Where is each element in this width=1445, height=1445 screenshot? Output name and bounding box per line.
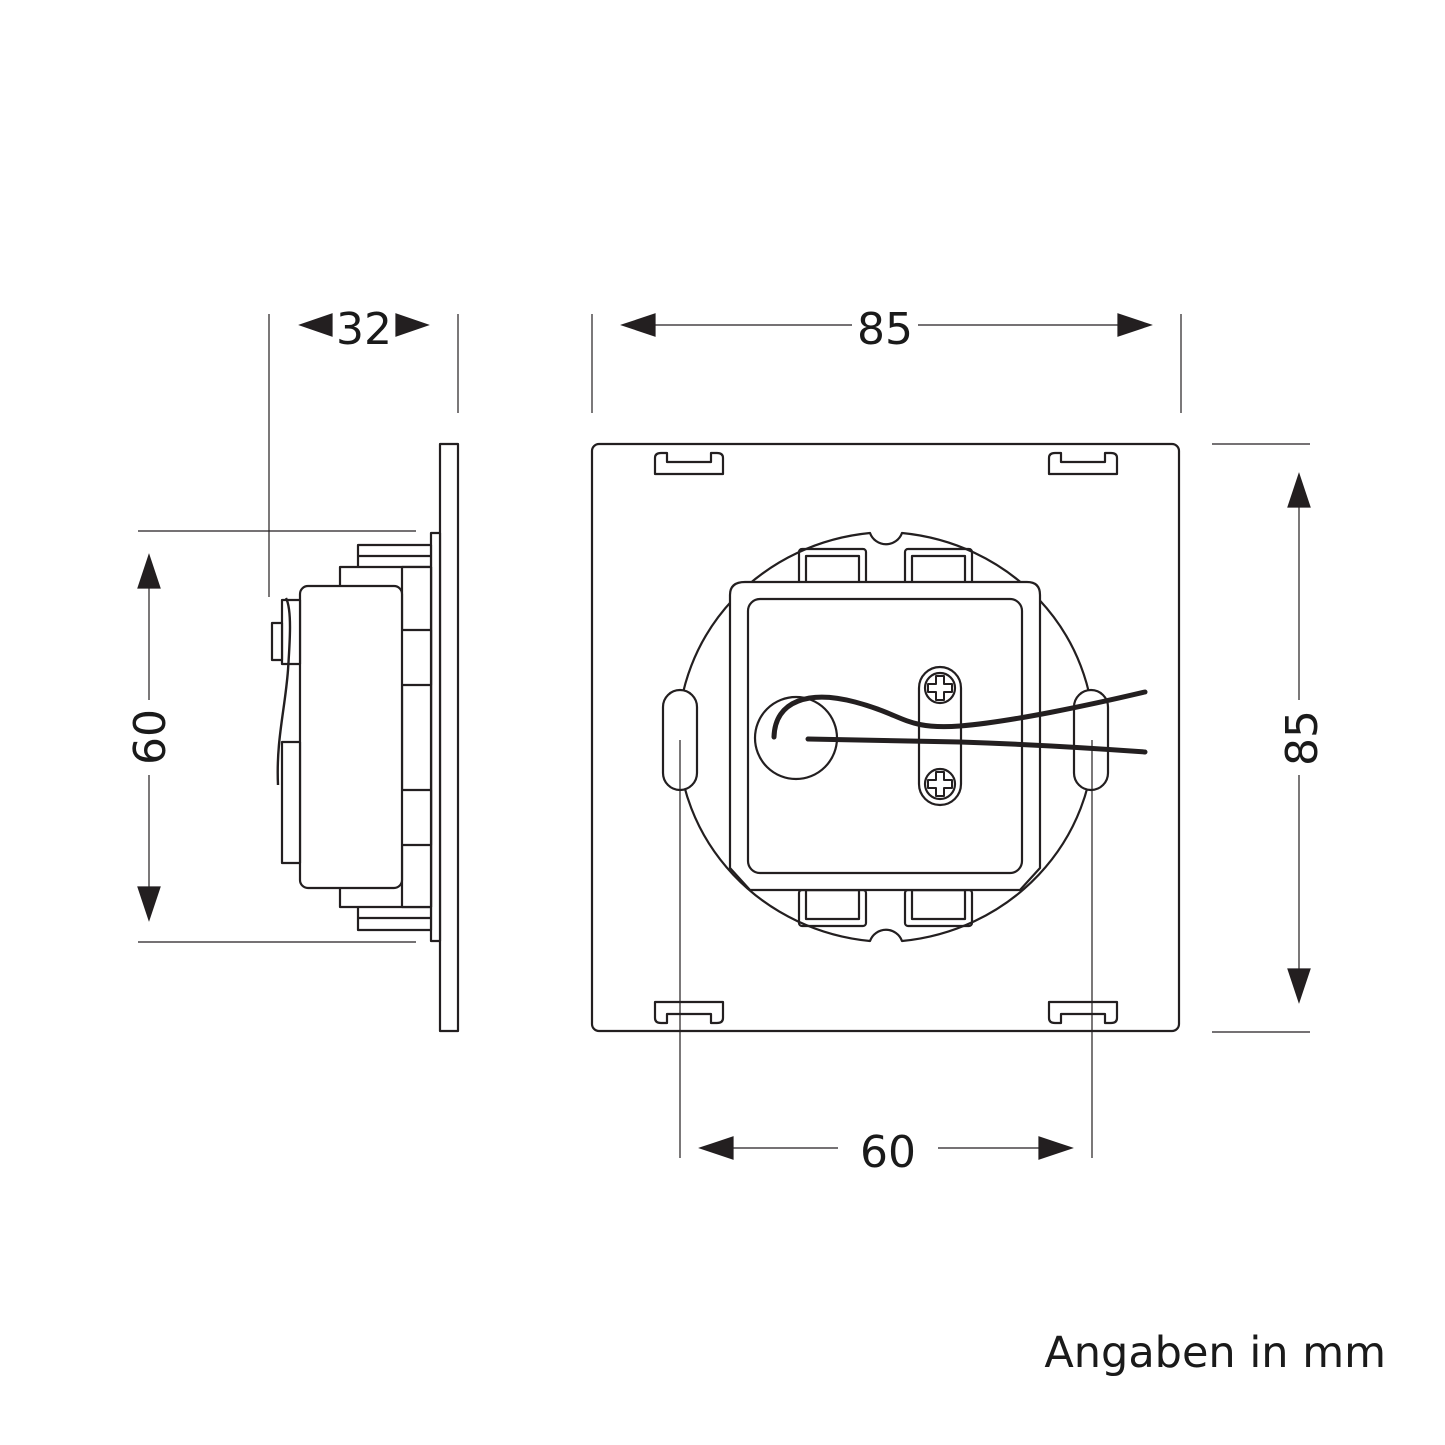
dimension-label-front-height: 85 bbox=[1277, 710, 1328, 766]
units-note: Angaben in mm bbox=[1044, 1328, 1386, 1378]
clip-bottom-left bbox=[653, 1000, 725, 1025]
side-wire bbox=[276, 597, 292, 786]
clip-top-right bbox=[1047, 451, 1119, 476]
side-insert-box bbox=[298, 584, 404, 890]
side-inner-plate bbox=[429, 531, 442, 943]
side-frame-plate bbox=[438, 442, 460, 1033]
front-extension-lines bbox=[591, 314, 1310, 1158]
side-view bbox=[270, 442, 460, 1033]
clip-bottom-right bbox=[1047, 1000, 1119, 1025]
front-view bbox=[590, 442, 1181, 1033]
clip-top-left bbox=[653, 451, 725, 476]
dimension-label-side-height: 60 bbox=[125, 709, 176, 765]
dimension-label-mounting-distance: 60 bbox=[860, 1127, 916, 1178]
screw-bottom-icon bbox=[923, 767, 957, 801]
side-extension-lines bbox=[138, 314, 459, 943]
front-wires bbox=[771, 689, 1148, 755]
dimension-label-side-depth: 32 bbox=[336, 304, 392, 355]
dimension-front-width bbox=[620, 313, 1153, 337]
insert-inner bbox=[746, 597, 1024, 875]
screw-top-icon bbox=[923, 671, 957, 705]
dimension-front-height bbox=[1287, 472, 1311, 1004]
slot-right bbox=[1072, 688, 1110, 792]
dimension-side-height bbox=[137, 553, 161, 922]
screw-strip bbox=[917, 665, 963, 807]
dimension-side-depth bbox=[298, 313, 430, 337]
dimension-mounting-distance bbox=[698, 1136, 1074, 1160]
dimension-label-front-width: 85 bbox=[857, 304, 913, 355]
